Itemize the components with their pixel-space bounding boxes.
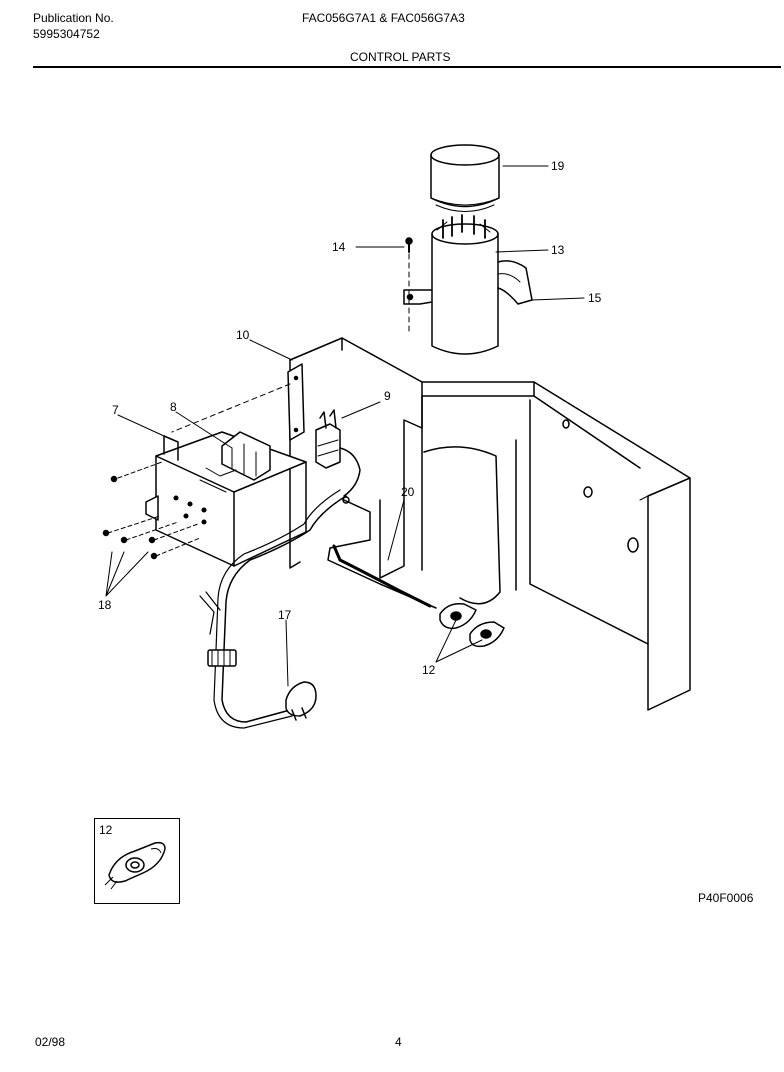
callout-12: 12 <box>422 663 436 677</box>
capacitor-bracket <box>403 260 533 305</box>
model-numbers: FAC056G7A1 & FAC056G7A3 <box>302 11 465 25</box>
callout-10: 10 <box>236 328 250 342</box>
callout-14: 14 <box>332 240 346 254</box>
callout-13: 13 <box>551 243 565 257</box>
publication-label: Publication No. <box>33 11 114 25</box>
callout-9: 9 <box>384 389 391 403</box>
footer-date: 02/98 <box>35 1035 66 1049</box>
publication-number: 5995304752 <box>33 27 100 41</box>
callout-18: 18 <box>98 598 112 612</box>
thermostat-switch <box>315 409 361 497</box>
callout-7: 7 <box>112 403 119 417</box>
capacitor <box>431 214 499 355</box>
callout-17: 17 <box>278 608 292 622</box>
control-bracket <box>289 337 691 711</box>
page-number: 4 <box>395 1035 402 1049</box>
power-cord <box>199 489 347 729</box>
inset-detail-box: 12 <box>94 818 180 904</box>
callout-19: 19 <box>551 159 565 173</box>
inset-label: 12 <box>99 823 113 837</box>
clip-detail-illustration <box>104 841 166 890</box>
callout-labels: 19 14 13 15 10 9 7 8 20 18 17 12 <box>98 159 602 677</box>
callout-20: 20 <box>401 485 415 499</box>
callout-15: 15 <box>588 291 602 305</box>
switch-plate <box>171 363 305 441</box>
screws-18 <box>102 461 201 560</box>
screw-14 <box>405 237 413 335</box>
clips-12 <box>439 602 505 648</box>
header-rule <box>33 66 781 68</box>
callout-8: 8 <box>170 400 177 414</box>
thermostat-bulb <box>327 496 437 609</box>
capacitor-cap <box>430 144 500 212</box>
section-title: CONTROL PARTS <box>350 50 451 64</box>
figure-code: P40F0006 <box>698 891 754 905</box>
leader-lines <box>105 165 585 687</box>
